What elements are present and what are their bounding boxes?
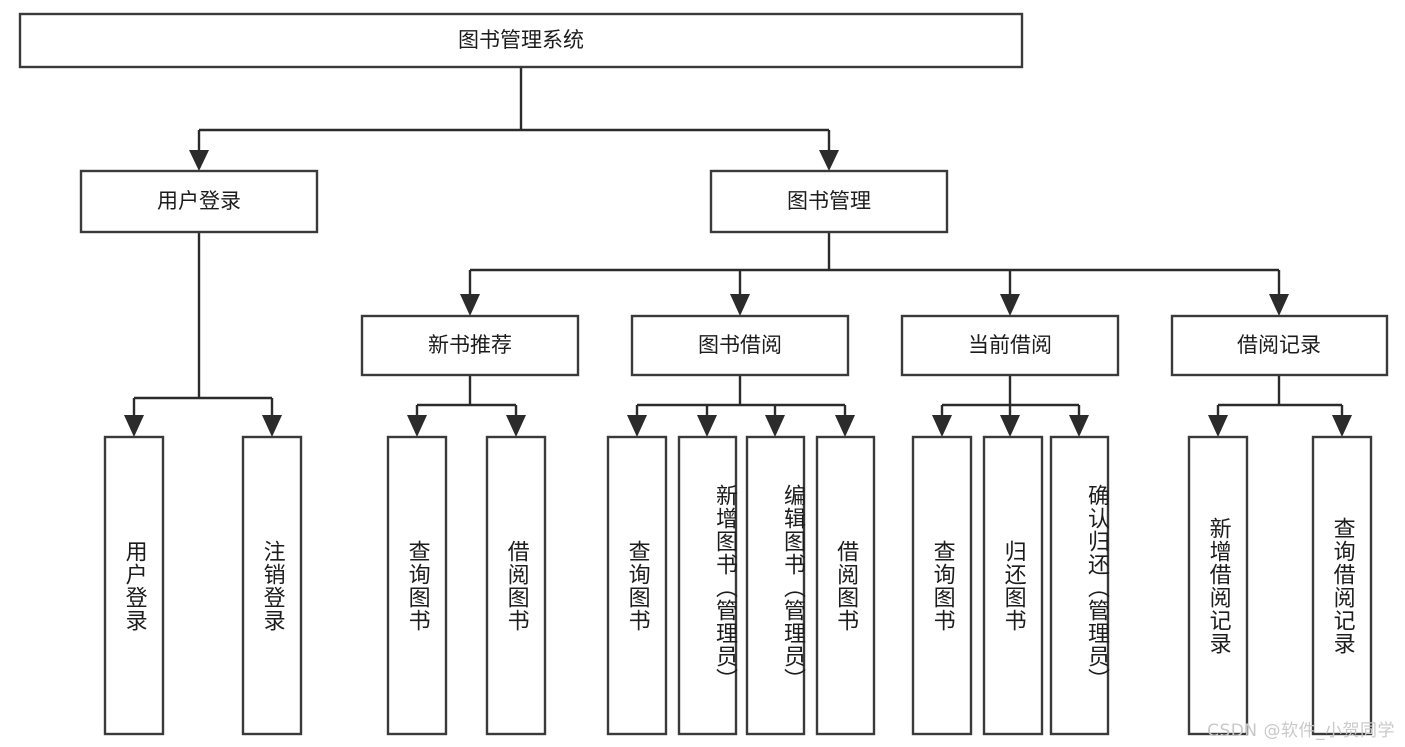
node-box-leaf-cb-confirm[interactable]	[1049, 435, 1110, 736]
node-label-user-login: 用户登录	[157, 189, 241, 213]
node-box-book-borrow[interactable]	[630, 314, 850, 377]
watermark-csdn: CSDN @软件_小贺同学	[1207, 721, 1395, 741]
node-box-leaf-logout[interactable]	[241, 435, 303, 736]
arrow-head-leaf-user-login	[124, 415, 144, 437]
node-box-leaf-bb-edit[interactable]	[745, 435, 806, 736]
connector-group-currentborrow-to-leaves	[932, 375, 1089, 437]
arrow-head-leaf-logout	[262, 415, 282, 437]
connector-group-borrowrecord-to-leaves	[1208, 375, 1352, 437]
arrow-head-leaf-nb-query	[407, 415, 427, 437]
node-box-leaf-nb-query[interactable]	[386, 435, 448, 736]
arrow-head-leaf-bb-query	[627, 415, 647, 437]
node-box-leaf-user-login[interactable]	[103, 435, 165, 736]
arrow-head-leaf-cb-return	[1000, 415, 1020, 437]
arrow-head-leaf-bb-add	[697, 415, 717, 437]
arrow-head-leaf-bb-borrow	[835, 415, 855, 437]
node-box-leaf-br-query[interactable]	[1311, 435, 1373, 736]
connector-newbook-branch	[415, 375, 518, 417]
node-box-borrow-record[interactable]	[1170, 314, 1389, 377]
connector-bookmanage-branch	[468, 232, 1281, 296]
arrow-head-leaf-cb-confirm	[1069, 415, 1089, 437]
arrow-head-user-login	[189, 150, 209, 171]
connector-group-root-to-level2	[189, 67, 839, 171]
node-label-new-book-recommend: 新书推荐	[428, 333, 512, 357]
node-label-borrow-record: 借阅记录	[1237, 333, 1321, 357]
connector-group-bookmanage-to-level3	[460, 232, 1289, 316]
connector-root-branch	[197, 67, 831, 152]
arrow-head-book-borrow	[730, 294, 750, 316]
arrow-head-leaf-br-add	[1208, 415, 1228, 437]
connector-bookborrow-branch	[635, 375, 847, 417]
connector-group-userlogin-to-leaves	[124, 232, 282, 437]
node-label-book-manage: 图书管理	[787, 189, 871, 213]
node-label-root: 图书管理系统	[458, 28, 584, 52]
node-box-new-book-recommend[interactable]	[360, 314, 580, 377]
connector-currentborrow-branch	[940, 375, 1081, 417]
node-box-leaf-bb-borrow[interactable]	[815, 435, 876, 736]
node-box-leaf-bb-add[interactable]	[677, 435, 738, 736]
connector-userlogin-branch	[132, 232, 274, 417]
node-box-leaf-bb-query[interactable]	[606, 435, 668, 736]
arrow-head-leaf-bb-edit	[765, 415, 785, 437]
arrow-head-book-manage	[819, 150, 839, 171]
node-box-user-login[interactable]	[79, 169, 319, 234]
arrow-head-leaf-nb-borrow	[506, 415, 526, 437]
arrow-head-borrow-record	[1269, 294, 1289, 316]
node-box-leaf-cb-query[interactable]	[911, 435, 973, 736]
connector-group-bookborrow-to-leaves	[627, 375, 855, 437]
node-box-root[interactable]	[18, 12, 1024, 69]
arrow-head-new-book-recommend	[460, 294, 480, 316]
node-label-book-borrow: 图书借阅	[698, 333, 782, 357]
node-box-leaf-nb-borrow[interactable]	[485, 435, 547, 736]
arrow-head-leaf-br-query	[1332, 415, 1352, 437]
node-box-leaf-cb-return[interactable]	[982, 435, 1044, 736]
node-box-current-borrow[interactable]	[900, 314, 1120, 377]
node-box-leaf-br-add[interactable]	[1187, 435, 1249, 736]
node-box-book-manage[interactable]	[709, 169, 949, 234]
arrow-head-leaf-cb-query	[932, 415, 952, 437]
connector-borrowrecord-branch	[1216, 375, 1344, 417]
node-label-current-borrow: 当前借阅	[968, 333, 1052, 357]
arrow-head-current-borrow	[1000, 294, 1020, 316]
connector-group-newbook-to-leaves	[407, 375, 526, 437]
